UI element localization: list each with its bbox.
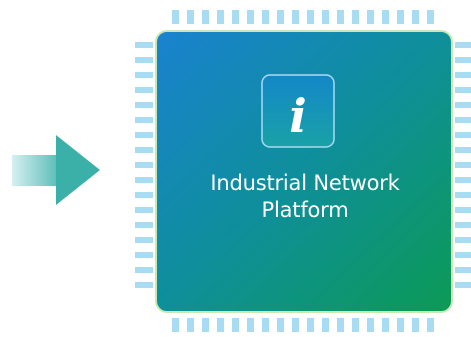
- info-icon: i: [261, 74, 335, 148]
- chip-title-line-1: Industrial Network: [210, 171, 400, 195]
- chip-title: Industrial Network Platform: [160, 170, 450, 224]
- chip-pins-right: [455, 42, 471, 288]
- input-arrow: [12, 135, 100, 205]
- chip-pins-left: [135, 42, 153, 288]
- chip-body: [155, 30, 453, 313]
- chip-title-line-2: Platform: [261, 198, 349, 222]
- info-icon-glyph: i: [289, 89, 306, 143]
- chip-pins-bottom: [172, 318, 434, 332]
- chip-pins-top: [172, 10, 434, 24]
